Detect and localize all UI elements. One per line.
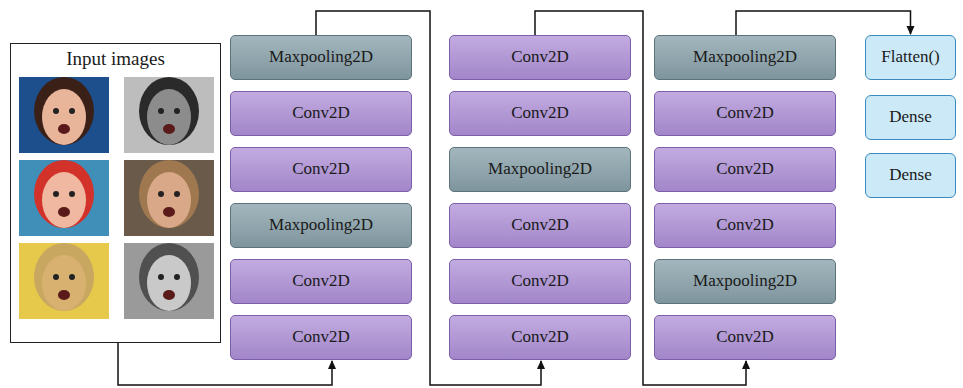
dense-box: Dense <box>865 95 956 140</box>
layer-label: Maxpooling2D <box>693 272 797 291</box>
input-panel: Input images <box>10 43 221 343</box>
layer-label: Input images <box>66 49 165 70</box>
layer-label: Dense <box>889 166 931 185</box>
conv-layer: Conv2D <box>449 91 631 136</box>
layer-label: Conv2D <box>292 104 350 123</box>
pooling-layer: Maxpooling2D <box>449 147 631 192</box>
layer-label: Maxpooling2D <box>269 216 373 235</box>
conv-layer: Conv2D <box>230 259 412 304</box>
flatten-box: Flatten() <box>865 35 956 80</box>
layer-label: Conv2D <box>511 48 569 67</box>
face-photos <box>11 44 220 342</box>
conv-layer: Conv2D <box>230 315 412 360</box>
layer-label: Maxpooling2D <box>488 160 592 179</box>
conv-layer: Conv2D <box>449 35 631 80</box>
layer-label: Dense <box>889 108 931 127</box>
flow-connector <box>736 11 911 35</box>
conv-layer: Conv2D <box>449 315 631 360</box>
layer-label: Conv2D <box>292 272 350 291</box>
layer-label: Maxpooling2D <box>693 48 797 67</box>
layer-label: Conv2D <box>292 328 350 347</box>
pooling-layer: Maxpooling2D <box>230 35 412 80</box>
conv-layer: Conv2D <box>654 315 836 360</box>
layer-label: Conv2D <box>716 216 774 235</box>
layer-label: Flatten() <box>881 48 940 67</box>
conv-layer: Conv2D <box>449 203 631 248</box>
layer-label: Conv2D <box>511 272 569 291</box>
conv-layer: Conv2D <box>230 147 412 192</box>
layer-label: Conv2D <box>511 216 569 235</box>
layer-label: Maxpooling2D <box>269 48 373 67</box>
dense-box: Dense <box>865 153 956 198</box>
pooling-layer: Maxpooling2D <box>654 259 836 304</box>
layer-label: Conv2D <box>511 104 569 123</box>
layer-label: Conv2D <box>292 160 350 179</box>
conv-layer: Conv2D <box>654 203 836 248</box>
layer-label: Conv2D <box>716 104 774 123</box>
layer-label: Conv2D <box>716 160 774 179</box>
layer-label: Conv2D <box>716 328 774 347</box>
pooling-layer: Maxpooling2D <box>654 35 836 80</box>
conv-layer: Conv2D <box>654 91 836 136</box>
conv-layer: Conv2D <box>654 147 836 192</box>
layer-label: Conv2D <box>511 328 569 347</box>
conv-layer: Conv2D <box>449 259 631 304</box>
conv-layer: Conv2D <box>230 91 412 136</box>
pooling-layer: Maxpooling2D <box>230 203 412 248</box>
